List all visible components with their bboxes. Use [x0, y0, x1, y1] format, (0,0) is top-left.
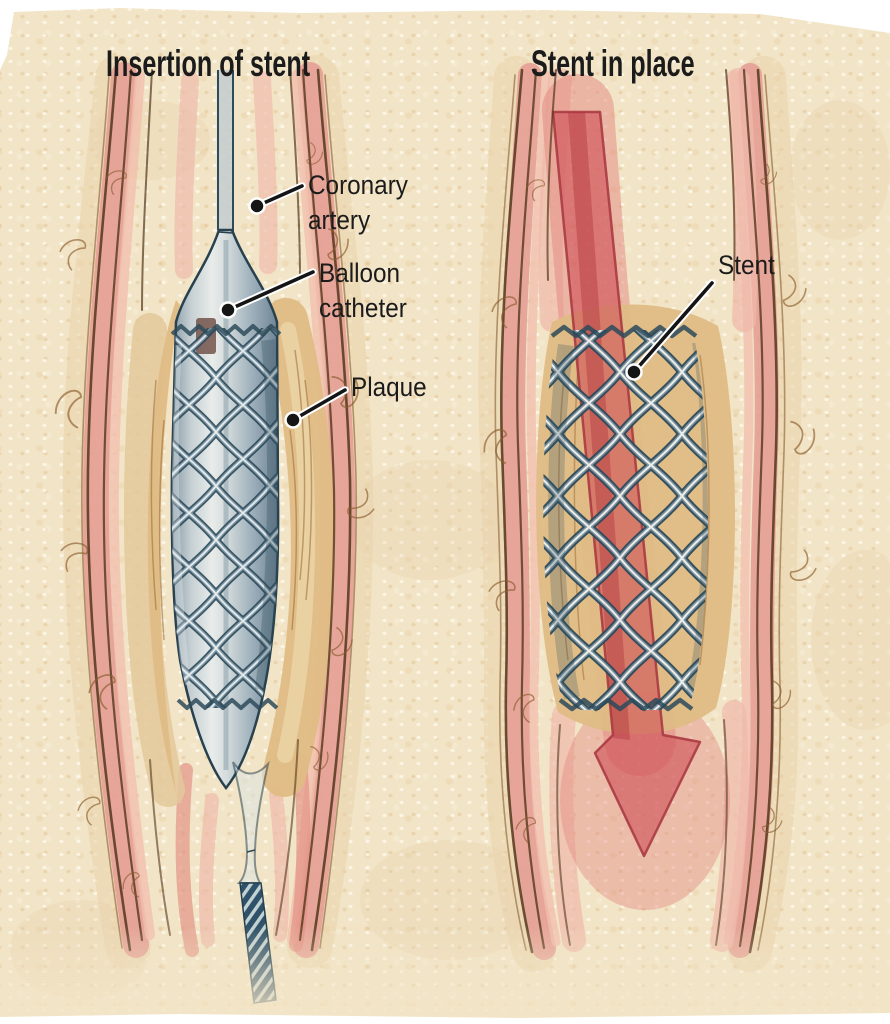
leader-dot	[248, 197, 266, 215]
panel-title-insertion: Insertion of stent	[106, 43, 311, 84]
label-stent: Stent	[718, 250, 775, 280]
plaque-leader-line	[284, 386, 349, 429]
left-artery-ink-lines	[81, 68, 357, 952]
panel-title-in-place: Stent in place	[531, 43, 695, 84]
leader-dot	[625, 363, 643, 381]
coronary-artery-leader-line	[248, 182, 306, 215]
balloon-catheter-leader-line	[219, 268, 317, 319]
balloon-catheter-device	[170, 70, 282, 1004]
catheter-shaft-top	[217, 70, 234, 232]
left-stent-mesh	[170, 324, 282, 710]
left-panel-artwork	[50, 55, 381, 1004]
label-balloon-catheter: Balloon catheter	[319, 258, 407, 323]
right-panel-artwork	[477, 56, 823, 972]
bottom-fade	[0, 925, 890, 1020]
stent-leader-line	[625, 279, 716, 381]
label-coronary-artery: Coronary artery	[308, 170, 408, 235]
leader-lines	[219, 182, 716, 429]
leader-dot	[219, 301, 237, 319]
left-plaque	[124, 298, 335, 807]
right-stent-mesh	[543, 324, 708, 712]
label-plaque: Plaque	[351, 372, 427, 402]
leader-dot	[284, 411, 302, 429]
catheter-funnel	[232, 760, 270, 884]
